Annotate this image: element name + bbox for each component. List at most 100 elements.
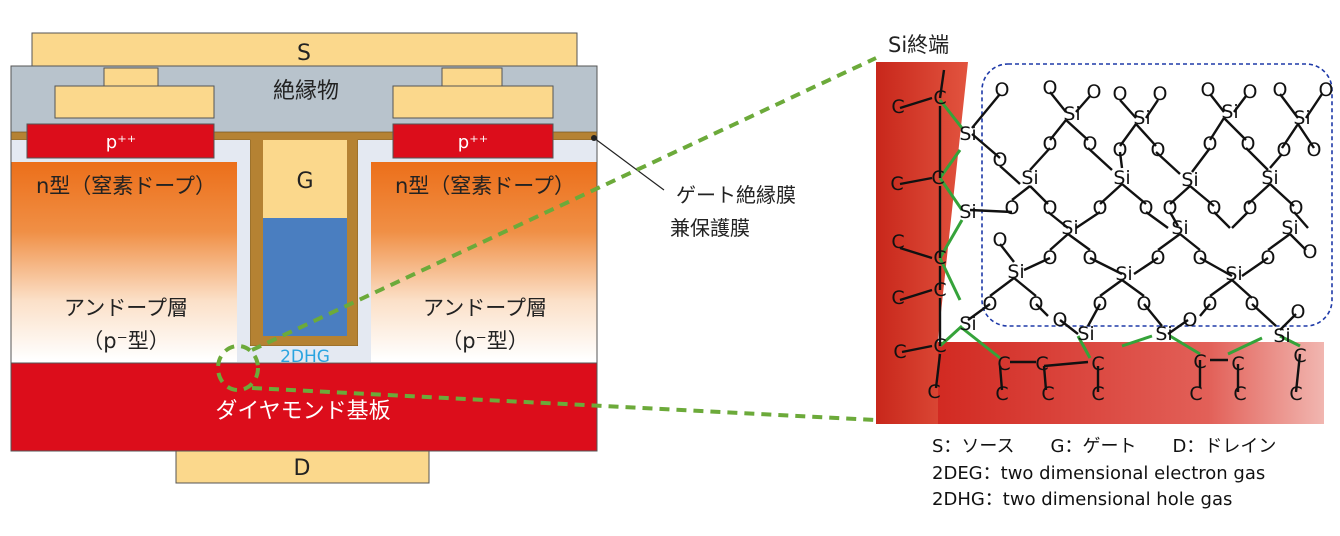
bond-line (1121, 183, 1147, 205)
bond-line (1241, 257, 1269, 277)
atom-o: O (1093, 293, 1108, 315)
atom-o: O (1043, 197, 1058, 219)
atom-o: O (1307, 139, 1322, 161)
bond-line (938, 257, 962, 301)
gate-insulator-label-2: 兼保護膜 (670, 216, 750, 240)
right-p-plus-region (392, 123, 554, 159)
legend-line-1: S：ソース G：ゲート D：ドレイン (932, 436, 1276, 457)
left-n-type-label: n型（窒素ドープ） (36, 174, 216, 198)
bond-line (1013, 277, 1037, 297)
atom-si: Si (1273, 325, 1290, 347)
atom-o: O (1203, 293, 1218, 315)
atom-c: C (931, 167, 944, 189)
bond-line (1145, 99, 1159, 119)
atom-si: Si (1115, 263, 1132, 285)
bond-line (1267, 233, 1291, 251)
atom-o: O (1245, 293, 1260, 315)
bond-line (1245, 147, 1269, 171)
bond-line (1213, 211, 1231, 229)
atom-o: O (1151, 139, 1166, 161)
bond-line (938, 177, 964, 211)
atom-o: O (1139, 197, 1154, 219)
device-outline (10, 65, 598, 452)
atom-si: Si (1261, 167, 1278, 189)
bond-line (1281, 123, 1299, 149)
bond-line (1121, 279, 1145, 297)
atom-c: C (1041, 383, 1054, 405)
atom-o: O (1153, 83, 1168, 105)
atom-si: Si (959, 123, 976, 145)
atom-o: O (1053, 309, 1068, 331)
bond-line (971, 133, 1001, 159)
atom-si: Si (1221, 101, 1238, 123)
bond-line (969, 208, 1013, 214)
atom-o: O (1203, 133, 1218, 155)
bond-line (1118, 151, 1124, 169)
bond-line (934, 353, 942, 389)
legend: S：ソース G：ゲート D：ドレイン 2DEG：two dimensional … (932, 436, 1276, 510)
bond-line (1294, 353, 1302, 393)
bond-line (1145, 211, 1169, 229)
bond-line (938, 219, 964, 259)
bond-line (1121, 334, 1153, 348)
device-cross-section: S 絶縁物 p⁺⁺ p⁺⁺ G n型（窒素ドープ） n型（窒素ドープ (10, 32, 598, 484)
left-p-type-label: （p⁻型） (82, 329, 169, 353)
bond-line (1049, 91, 1067, 113)
bond-line (1209, 279, 1233, 297)
atom-si: Si (1061, 217, 1078, 239)
atom-c: C (1189, 383, 1202, 405)
bond-line (938, 69, 946, 99)
bond-line (1067, 233, 1091, 251)
bond-line (1293, 211, 1309, 229)
atom-o: O (1193, 247, 1208, 269)
atom-c: C (995, 383, 1008, 405)
right-undoped-label: アンドープ層 (423, 296, 547, 320)
bond-line (1087, 147, 1113, 171)
bond-line (1099, 183, 1123, 205)
atom-si: Si (1133, 107, 1150, 129)
bond-line (1169, 185, 1191, 205)
bond-line (1049, 233, 1069, 251)
bond-line (1169, 334, 1201, 356)
left-contact-top (103, 67, 159, 87)
bond-line (1135, 123, 1157, 147)
zoom-line-top (251, 56, 877, 352)
bond-line (1189, 185, 1215, 207)
atom-si: Si (1171, 217, 1188, 239)
atom-o: O (1043, 77, 1058, 99)
atom-o: O (1241, 133, 1256, 155)
atom-o: O (995, 79, 1010, 101)
bond-line (1179, 233, 1201, 251)
bond-line (899, 176, 933, 186)
atom-o: O (1291, 301, 1306, 323)
bond-line (1023, 256, 1051, 272)
bond-line (1119, 99, 1137, 119)
atom-labels: C C C C C C C C C C C C C C C C C C C C … (890, 77, 1333, 405)
bond-line (1247, 183, 1271, 205)
trench-wall-right (358, 140, 371, 360)
atom-o: O (1151, 247, 1166, 269)
bond-line (1305, 93, 1323, 119)
atom-c: C (1035, 353, 1048, 375)
atom-o: O (1277, 139, 1292, 161)
atom-si: Si (1155, 323, 1172, 345)
bond-line (1075, 95, 1091, 113)
bond-line (1209, 93, 1225, 113)
bond-line (1099, 279, 1123, 297)
atom-o: O (1093, 197, 1108, 219)
atom-c: C (1193, 351, 1206, 373)
channel-2dhg-label: 2DHG (280, 347, 330, 367)
atom-o: O (1319, 79, 1334, 101)
atom-si: Si (1293, 107, 1310, 129)
atom-c: C (891, 231, 904, 253)
bond-line (1199, 256, 1233, 278)
gate-electrode-top (263, 140, 347, 218)
si-termination-label: Si終端 (888, 33, 949, 57)
atom-c: C (927, 381, 940, 403)
atom-o: O (983, 293, 998, 315)
atom-c: C (933, 247, 946, 269)
bond-line (1065, 119, 1089, 141)
insulator-label: 絶縁物 (273, 79, 339, 104)
bond-line (1076, 335, 1092, 359)
right-contact-top (441, 67, 503, 87)
